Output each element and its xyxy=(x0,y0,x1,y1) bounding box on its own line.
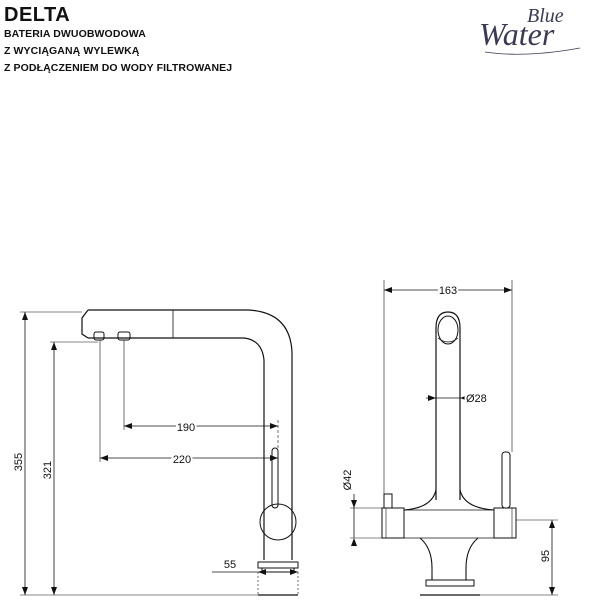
front-view-faucet xyxy=(381,311,517,596)
dimension-163 xyxy=(383,280,513,494)
dimension-321 xyxy=(50,341,98,595)
label-163: 163 xyxy=(439,285,457,297)
subtitle-line-2: Z WYCIĄGANĄ WYLEWKĄ xyxy=(4,45,140,57)
subtitle-line-1: BATERIA DWUOBWODOWA xyxy=(4,28,146,40)
dimension-55 xyxy=(212,569,298,575)
label-95: 95 xyxy=(540,550,552,562)
label-d28: Ø28 xyxy=(466,393,487,405)
front-right-lever xyxy=(501,451,511,509)
label-220: 220 xyxy=(173,454,191,466)
label-55: 55 xyxy=(224,559,236,571)
label-355: 355 xyxy=(13,453,25,471)
label-d42: Ø42 xyxy=(342,470,354,491)
brand-logo: Blue Water xyxy=(479,5,581,55)
nozzle-outlet-1 xyxy=(93,331,105,341)
dimension-355 xyxy=(20,311,258,596)
nozzle-outlet-2 xyxy=(117,331,131,341)
front-left-handle xyxy=(381,507,405,539)
logo-text-blue: Blue xyxy=(527,5,564,27)
side-base-ring xyxy=(257,561,299,569)
dimension-220 xyxy=(99,340,278,462)
dimension-d28 xyxy=(426,395,470,401)
subtitle-line-3: Z PODŁĄCZENIEM DO WODY FILTROWANEJ xyxy=(4,62,233,74)
logo-text-water: Water xyxy=(479,16,555,52)
dimension-95 xyxy=(480,519,558,596)
side-handle-knob xyxy=(259,503,297,541)
label-321: 321 xyxy=(42,461,54,479)
label-190: 190 xyxy=(177,422,195,434)
front-right-handle xyxy=(493,507,517,539)
header: DELTA BATERIA DWUOBWODOWA Z WYCIĄGANĄ WY… xyxy=(0,0,600,90)
side-filter-lever xyxy=(271,447,279,509)
product-title: DELTA xyxy=(4,4,71,26)
front-left-lever-tip xyxy=(383,493,393,509)
front-base-ring xyxy=(425,579,475,587)
dimension-d42 xyxy=(350,494,382,546)
dimension-190 xyxy=(123,340,279,448)
side-view-faucet xyxy=(81,309,299,596)
